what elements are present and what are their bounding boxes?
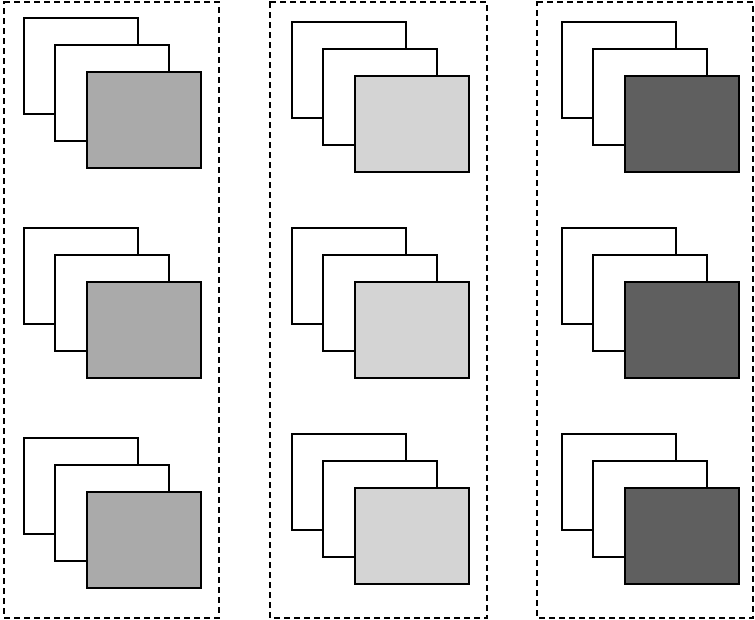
layer-stack [561, 21, 740, 173]
layer-stack [23, 437, 202, 589]
front-layer [624, 75, 740, 173]
column-middle [269, 1, 488, 619]
front-layer [86, 491, 202, 589]
dashed-frame-middle [269, 1, 488, 619]
layer-stack [561, 433, 740, 585]
column-right [536, 1, 754, 619]
front-layer [86, 281, 202, 379]
layer-stack [23, 227, 202, 379]
front-layer [354, 487, 470, 585]
dashed-frame-left [3, 1, 220, 619]
front-layer [624, 281, 740, 379]
layer-stack [561, 227, 740, 379]
front-layer [624, 487, 740, 585]
front-layer [354, 75, 470, 173]
layer-stack [291, 227, 470, 379]
layer-stack [23, 17, 202, 169]
column-left [3, 1, 220, 619]
layer-stack [291, 21, 470, 173]
front-layer [86, 71, 202, 169]
dashed-frame-right [536, 1, 754, 619]
front-layer [354, 281, 470, 379]
layer-stack [291, 433, 470, 585]
